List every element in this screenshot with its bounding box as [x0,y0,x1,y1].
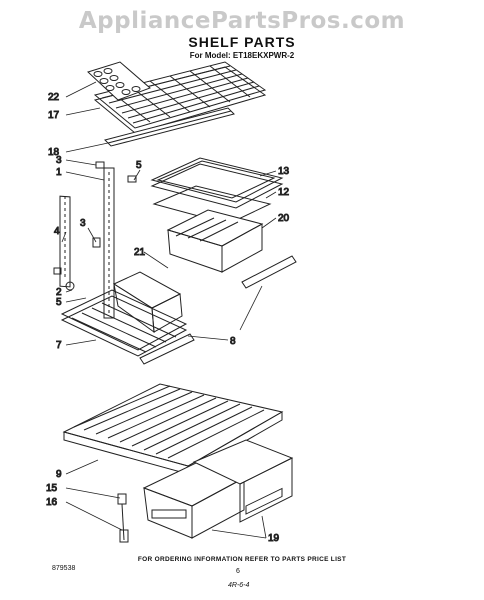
callout-3-mid: 3 [80,218,86,229]
callout-3-top: 3 [56,155,62,166]
callout-12: 12 [278,187,290,198]
callout-22: 22 [48,92,60,103]
callout-13: 13 [278,166,290,177]
callout-5-bottom: 5 [56,297,62,308]
callout-17: 17 [48,110,60,121]
trim-rail-top [104,107,235,147]
page-title: SHELF PARTS [188,34,296,50]
brackets-clips [53,161,137,291]
wire-shelf-top [93,61,267,134]
callout-18: 18 [48,147,60,158]
wire-shelf-middle [60,289,188,357]
callout-20: 20 [278,213,290,224]
shelf-support-lower [117,493,129,543]
egg-tray [87,61,151,101]
callout-21: 21 [134,247,146,258]
dairy-bin [112,271,183,334]
callout-15: 15 [46,483,58,494]
leader-lines [61,81,277,539]
crisper-cover [150,157,284,209]
diagram-code: 879538 [52,565,76,572]
callout-9: 9 [56,469,62,480]
shelf-standard-rear [103,167,115,319]
callout-1: 1 [56,167,62,178]
shelf-standard-front [59,195,71,288]
callout-2: 2 [56,287,62,298]
model-subtitle: For Model: ET18EKXPWR-2 [189,51,295,60]
handwritten-mark: 4R-6-4 [228,582,250,589]
callout-7: 7 [56,340,62,351]
watermark: AppliancePartsPros.com [78,8,406,34]
callout-5-top: 5 [136,160,142,171]
trim-rail-middle [139,255,297,365]
callout-4: 4 [54,226,60,237]
page-number: 6 [236,568,240,575]
crisper-drawer-right [192,439,294,523]
callout-16: 16 [46,497,58,508]
ordering-note: FOR ORDERING INFORMATION REFER TO PARTS … [137,556,347,563]
callout-8: 8 [230,336,236,347]
crisper-pan [166,209,264,273]
callout-19: 19 [268,533,280,544]
